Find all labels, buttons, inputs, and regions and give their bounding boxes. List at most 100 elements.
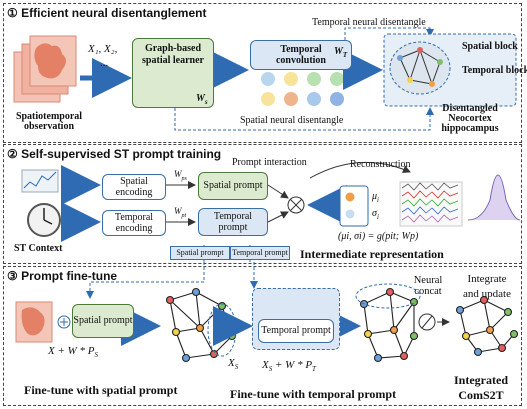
tab-temporal-prompt: Temporal prompt bbox=[230, 246, 290, 260]
plus-icon-spatial bbox=[57, 315, 71, 329]
reconstruction-label: Reconstruction bbox=[350, 159, 411, 170]
section3-title-text: Prompt fine-tune bbox=[21, 269, 118, 283]
section3-number: ③ bbox=[7, 269, 18, 283]
sigma-label: σi bbox=[372, 209, 379, 221]
spatial-equation-main: X + W * P bbox=[48, 345, 95, 357]
section2-number: ② bbox=[7, 147, 18, 161]
spatial-prompt-link bbox=[86, 262, 205, 299]
arrow-spatial-to-mix bbox=[267, 184, 289, 199]
temporal-encoding: Temporal encoding bbox=[102, 210, 166, 236]
temporal-conv-line2: convolution bbox=[275, 55, 326, 66]
temporal-equation-mid: + W * P bbox=[272, 359, 313, 371]
wpt-main: W bbox=[174, 206, 182, 216]
finetune-heatmap-spatial bbox=[15, 301, 53, 343]
caption-spatial-finetune: Fine-tune with spatial prompt bbox=[24, 383, 178, 397]
integrate-line1: Integrate bbox=[467, 273, 507, 285]
integrate-update-label: Integrate and update bbox=[452, 274, 522, 300]
mu-main: μ bbox=[372, 191, 378, 202]
spatial-equation-sub: S bbox=[94, 351, 99, 360]
graph-learner-line1: Graph-based bbox=[144, 43, 202, 54]
spatiotemporal-heatmaps bbox=[13, 35, 77, 103]
interaction-operator-icon bbox=[287, 196, 305, 214]
disentangled-graph bbox=[383, 33, 517, 107]
xs-sub: S bbox=[234, 363, 239, 372]
temporal-disentangle-path bbox=[344, 27, 434, 40]
reconstruction-arrow bbox=[309, 161, 411, 179]
section1-title-text: Efficient neural disentanglement bbox=[21, 6, 207, 20]
wt-label-main: W bbox=[334, 46, 343, 57]
wps-sub: ps bbox=[181, 175, 187, 182]
neural-concat-line1: Neural bbox=[413, 275, 443, 286]
caption-temporal-finetune: Fine-tune with temporal prompt bbox=[230, 387, 397, 401]
section1-title: ① Efficient neural disentanglement bbox=[7, 7, 206, 19]
xs-label: XS bbox=[228, 358, 238, 371]
output-line1: Disentangled bbox=[442, 103, 498, 114]
finetune-spatial-prompt: Spatial prompt bbox=[72, 304, 134, 338]
temporal-prompt-box: Temporal prompt bbox=[198, 208, 268, 236]
output-line2: Neocortex bbox=[448, 113, 492, 124]
neural-concat-label: Neural concat bbox=[404, 275, 452, 297]
observation-label: Spatiotemporal observation bbox=[12, 112, 86, 132]
disentangled-output-label: Disentangled Neocortex hippocampus bbox=[420, 104, 520, 134]
temporal-equation-sub-b: T bbox=[312, 365, 316, 374]
finetune-temporal-prompt: Temporal prompt bbox=[258, 319, 334, 343]
temporal-conv-line1: Temporal bbox=[280, 43, 322, 55]
panel-disentanglement bbox=[3, 3, 522, 143]
section3-title: ③ Prompt fine-tune bbox=[7, 270, 117, 282]
ws-label-sub: s bbox=[204, 98, 208, 106]
wps-label: Wps bbox=[174, 170, 187, 182]
spatial-disentangle-label: Spatial neural disentangle bbox=[240, 115, 344, 126]
output-line3: hippocampus bbox=[441, 123, 499, 134]
integrate-line2: and update bbox=[463, 288, 511, 300]
wps-main: W bbox=[174, 169, 182, 179]
reconstructed-signals bbox=[399, 181, 463, 227]
temporal-block-label: Temporal block bbox=[462, 65, 527, 76]
graph-spatial-learner: Graph-based spatial learner bbox=[132, 38, 214, 108]
mu-dot bbox=[345, 192, 355, 202]
neural-concat-line2: concat bbox=[414, 285, 442, 297]
wt-label: WT bbox=[334, 47, 347, 59]
temporal-disentangle-label: Temporal neural disentangle bbox=[312, 17, 426, 28]
graph-learner-line2: spatial learner bbox=[142, 54, 204, 66]
section1-number: ① bbox=[7, 6, 18, 20]
section2-title-text: Self-supervised ST prompt training bbox=[21, 147, 222, 161]
tab-spatial-prompt: Spatial prompt bbox=[170, 246, 230, 260]
latent-equation: (μi, σi) = g(pit; Wp) bbox=[338, 231, 419, 242]
ws-label-main: W bbox=[196, 93, 205, 104]
x-sequence: X₁, X₂, bbox=[88, 43, 118, 55]
spatial-prompt-box: Spatial prompt bbox=[198, 172, 268, 200]
x-sequence-dots: ... bbox=[100, 57, 109, 69]
temporal-equation-x: X bbox=[262, 359, 269, 371]
temporal-selection bbox=[355, 283, 421, 309]
panel-prompt-training bbox=[3, 144, 522, 264]
integrated-line1: Integrated bbox=[454, 373, 508, 387]
graph-integrated bbox=[455, 295, 519, 357]
prompt-interaction-label: Prompt interaction bbox=[232, 157, 307, 168]
section2-title: ② Self-supervised ST prompt training bbox=[7, 148, 221, 160]
temporal-equation: XS + W * PT bbox=[262, 360, 316, 373]
wpt-label: Wpt bbox=[174, 207, 186, 219]
spatial-equation: X + W * PS bbox=[48, 346, 98, 359]
panel-fine-tune bbox=[3, 266, 522, 406]
gaussian-curve bbox=[467, 174, 521, 221]
temporal-equation-sub-a: S bbox=[268, 365, 273, 374]
intermediate-representation-label: Intermediate representation bbox=[300, 247, 444, 261]
observation-label-line2: observation bbox=[24, 121, 74, 132]
sigma-dot bbox=[345, 209, 355, 219]
spatial-block-label: Spatial block bbox=[462, 41, 518, 52]
wpt-sub: pt bbox=[181, 212, 187, 219]
st-context-label: ST Context bbox=[14, 243, 63, 254]
spatial-encoding: Spatial encoding bbox=[102, 174, 166, 200]
finetune-temporal-container: Temporal prompt bbox=[252, 288, 340, 350]
wt-label-sub: T bbox=[342, 51, 348, 59]
mu-sub: i bbox=[377, 196, 379, 204]
mu-label: μi bbox=[372, 192, 379, 204]
st-context-icons bbox=[21, 169, 61, 237]
concat-icon bbox=[418, 313, 436, 331]
temporal-feature-circles bbox=[261, 72, 344, 106]
arrow-temporal-to-mix bbox=[267, 211, 289, 223]
sigma-main: σ bbox=[372, 208, 377, 219]
observation-label-line1: Spatiotemporal bbox=[15, 111, 83, 122]
integrated-comst-label: Integrated ComS2T bbox=[446, 374, 516, 401]
sigma-sub: i bbox=[376, 213, 379, 221]
